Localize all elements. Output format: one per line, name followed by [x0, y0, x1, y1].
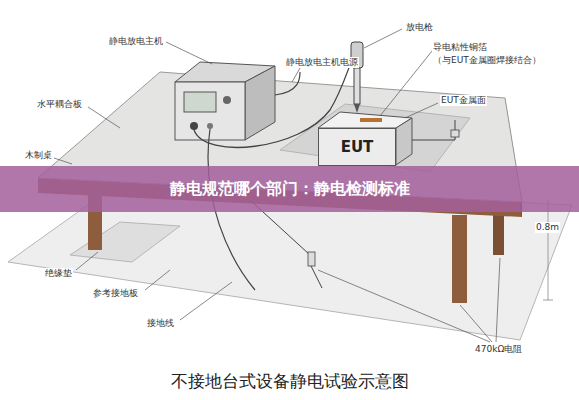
part-label: EUT金属面: [440, 95, 487, 106]
part-label: 静电放电主机: [108, 36, 164, 47]
generator-socket: [207, 123, 213, 129]
part-label: 470kΩ电阻: [474, 344, 523, 355]
bleed-wire: [412, 120, 455, 140]
bleed-wire: [311, 266, 322, 288]
insulation-pad: [70, 222, 180, 262]
eut-top: [318, 112, 412, 128]
generator-socket: [190, 122, 198, 130]
title-banner: 静电规范哪个部门：静电检测标准: [0, 166, 579, 212]
part-label: 参考接地板: [92, 288, 139, 299]
discharge-gun: [354, 68, 360, 104]
part-label: 木制桌: [24, 150, 53, 161]
part-label: 放电枪: [405, 22, 434, 33]
part-label: 接地线: [146, 318, 175, 329]
dimension-line: [543, 300, 553, 301]
table-leg: [452, 215, 467, 303]
copper-foil: [360, 118, 382, 122]
resistor-symbol: [308, 252, 315, 266]
part-label: 绝缘垫: [44, 268, 73, 279]
node-text: EUT: [341, 138, 374, 156]
generator-screen: [184, 92, 216, 112]
generator-knob: [223, 96, 231, 104]
eut-side: [396, 118, 412, 165]
caption: 不接地台式设备静电试验示意图: [0, 370, 579, 393]
resistor-symbol: [451, 130, 459, 137]
generator-side: [245, 66, 275, 140]
part-label: 导电粘性铜箔: [432, 42, 488, 53]
dimension-label: 0.8m: [535, 222, 560, 233]
title-text: 静电规范哪个部门：静电检测标准: [170, 179, 410, 200]
power-cable: [275, 72, 300, 95]
part-label: 静电放电主机电源: [285, 57, 359, 68]
note-label: （与EUT金属圈焊接结合）: [432, 55, 542, 66]
insulation-sheet: [280, 104, 470, 172]
gun-tip: [354, 104, 360, 113]
dimension-line: [548, 200, 549, 300]
part-label: 水平耦合板: [36, 99, 83, 110]
eut-box: EUT: [318, 128, 396, 166]
